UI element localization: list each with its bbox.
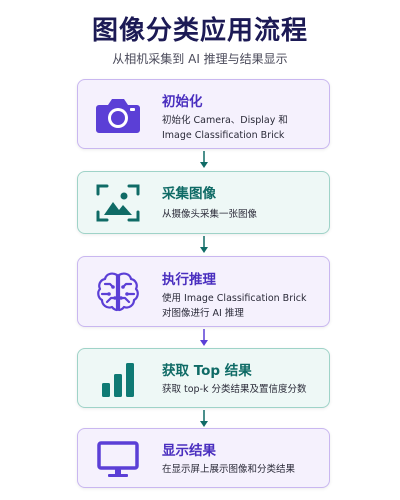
page-subtitle: 从相机采集到 AI 推理与结果显示 xyxy=(112,52,288,66)
step-card-inference: 执行推理 使用 Image Classification Brick 对图像进行… xyxy=(77,256,330,327)
step-desc: 获取 top-k 分类结果及置信度分数 xyxy=(162,384,307,395)
step-card-top-results: 获取 Top 结果 获取 top-k 分类结果及置信度分数 xyxy=(77,348,330,408)
step-title: 获取 Top 结果 xyxy=(162,363,252,379)
step-title: 显示结果 xyxy=(162,443,216,459)
step-title: 执行推理 xyxy=(162,272,216,288)
step-desc: 在显示屏上展示图像和分类结果 xyxy=(162,464,296,475)
step-desc: 初始化 Camera、Display 和 Image Classificatio… xyxy=(162,115,288,141)
step-title: 初始化 xyxy=(162,94,203,110)
monitor-icon xyxy=(92,433,144,485)
camera-icon xyxy=(92,89,144,141)
flow-arrow xyxy=(200,151,208,168)
flow-arrow xyxy=(200,329,208,346)
bar-chart-icon xyxy=(92,353,144,405)
page-title: 图像分类应用流程 xyxy=(91,16,308,46)
step-desc: 从摄像头采集一张图像 xyxy=(162,209,258,220)
step-card-initialize: 初始化 初始化 Camera、Display 和 Image Classific… xyxy=(77,79,330,149)
brain-icon xyxy=(92,266,144,318)
flow-arrow xyxy=(200,410,208,427)
step-desc: 使用 Image Classification Brick 对图像进行 AI 推… xyxy=(162,293,307,319)
image-frame-icon xyxy=(92,177,144,229)
step-card-capture: 采集图像 从摄像头采集一张图像 xyxy=(77,171,330,234)
step-title: 采集图像 xyxy=(162,186,216,202)
flow-arrow xyxy=(200,236,208,253)
step-card-display: 显示结果 在显示屏上展示图像和分类结果 xyxy=(77,428,330,488)
